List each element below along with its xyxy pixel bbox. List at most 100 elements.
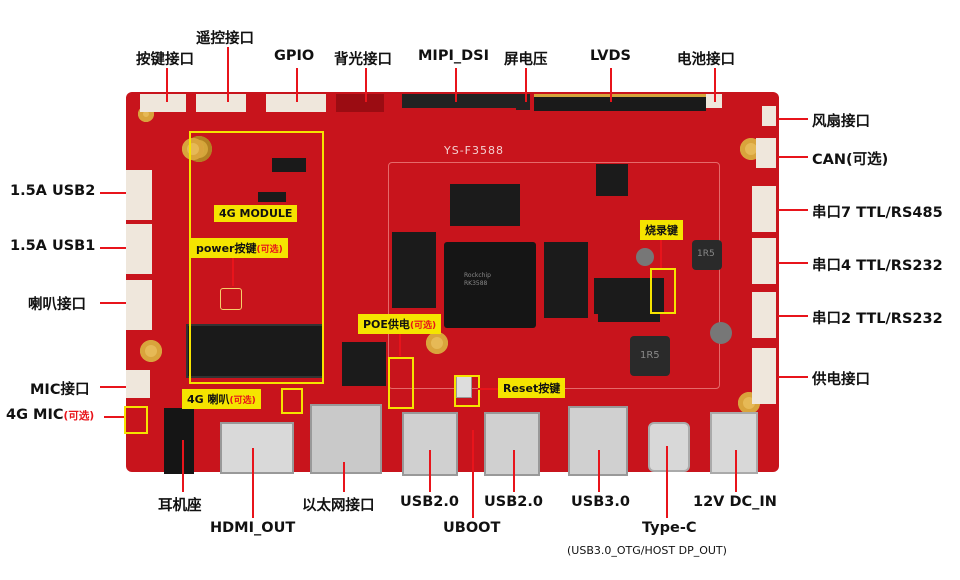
inductor-1: 1R5 — [692, 240, 722, 270]
small-ic-2 — [258, 192, 286, 202]
pointer-keys — [166, 68, 168, 102]
burn-tag: 烧录键 — [640, 220, 683, 240]
gpio-connector — [266, 94, 326, 112]
ic-chip-power — [598, 280, 660, 322]
label-uboot: UBOOT — [443, 520, 501, 536]
inductor-2: 1R5 — [630, 336, 670, 376]
poe-highlight — [388, 357, 414, 409]
mic4g-highlight — [124, 406, 148, 434]
pointer-usb20-b — [513, 450, 515, 492]
dc-in-jack — [710, 412, 758, 474]
pointer-hdmi — [252, 448, 254, 518]
label-mic4g: 4G MIC(可选) — [6, 407, 94, 423]
pointer-uart4 — [778, 262, 808, 264]
pointer-screen-voltage — [525, 68, 527, 102]
reset-tag: Reset按键 — [498, 378, 566, 398]
pointer-usb20-a — [429, 450, 431, 492]
pointer-dcin — [735, 450, 737, 492]
mount-hole-ml — [140, 340, 162, 362]
power-key-tag-opt: (可选) — [256, 245, 283, 255]
ic-chip-right — [596, 164, 628, 196]
can-connector — [756, 138, 776, 168]
capacitor-2 — [710, 322, 732, 344]
label-screen-voltage: 屏电压 — [504, 52, 548, 68]
label-lvds: LVDS — [590, 48, 631, 64]
label-battery: 电池接口 — [677, 52, 735, 68]
remote-connector — [196, 94, 246, 112]
pointer-gpio — [296, 68, 298, 102]
label-usb30: USB3.0 — [571, 494, 630, 510]
earphone-jack — [164, 408, 194, 474]
module4g-tag: 4G MODULE — [214, 205, 298, 222]
label-keys: 按键接口 — [136, 52, 194, 68]
usb1-connector — [126, 224, 152, 274]
label-backlight: 背光接口 — [334, 52, 392, 68]
pointer-lvds — [610, 68, 612, 102]
fan-connector — [762, 106, 776, 126]
soc-chip: Rockchip RK3588 — [444, 242, 536, 328]
pointer-mic4g — [104, 416, 124, 418]
reset-highlight — [454, 375, 480, 407]
inductor-1-label: 1R5 — [697, 249, 715, 259]
pointer-can — [778, 156, 808, 158]
pointer-speaker — [100, 302, 126, 304]
pointer-ethernet — [343, 462, 345, 492]
pointer-uboot — [472, 430, 474, 518]
dram-chip-3 — [544, 242, 588, 318]
label-mic4g-text: 4G MIC — [6, 407, 64, 423]
label-mipi: MIPI_DSI — [418, 48, 489, 64]
label-typec-sub: (USB3.0_OTG/HOST DP_OUT) — [567, 544, 727, 557]
pointer-backlight — [365, 68, 367, 102]
power-key-pointer — [232, 258, 234, 286]
label-gpio: GPIO — [274, 48, 315, 64]
dram-chip-2 — [392, 232, 436, 308]
power-key-tag: power按键(可选) — [191, 238, 288, 258]
label-power-in: 供电接口 — [812, 372, 870, 388]
poe-pointer — [399, 334, 401, 356]
backlight-connector — [336, 94, 384, 112]
label-usb20-b: USB2.0 — [484, 494, 543, 510]
minipcie-slot — [186, 324, 324, 378]
label-typec: Type-C — [642, 520, 697, 536]
label-fan: 风扇接口 — [812, 114, 870, 130]
key-connector — [140, 94, 186, 112]
label-earphone: 耳机座 — [158, 498, 202, 514]
dram-chip-1 — [450, 184, 520, 226]
label-usb2: 1.5A USB2 — [10, 183, 96, 199]
mount-hole-mc — [426, 332, 448, 354]
speaker4g-tag-text: 4G 喇叭 — [187, 393, 230, 406]
pointer-power-in — [778, 376, 808, 378]
capacitor-1 — [636, 248, 654, 266]
pointer-mipi — [455, 68, 457, 102]
label-uart7: 串口7 TTL/RS485 — [812, 205, 943, 221]
typec-port — [648, 422, 690, 472]
mic-connector — [126, 370, 150, 398]
pointer-uart7 — [778, 209, 808, 211]
speaker4g-highlight — [281, 388, 303, 414]
speaker4g-tag: 4G 喇叭(可选) — [182, 389, 261, 409]
label-can: CAN(可选) — [812, 152, 889, 168]
burn-pointer — [660, 240, 662, 268]
mount-hole-tl — [182, 138, 204, 160]
burn-highlight — [650, 268, 676, 314]
small-ic-1 — [272, 158, 306, 172]
label-mic: MIC接口 — [30, 382, 90, 398]
speaker-connector — [126, 280, 152, 330]
label-remote: 遥控接口 — [196, 31, 254, 47]
pointer-usb2 — [100, 192, 126, 194]
screen-voltage-jumper — [516, 94, 530, 110]
uart7-connector — [752, 186, 776, 232]
label-mic4g-opt: (可选) — [63, 410, 95, 422]
speaker4g-tag-opt: (可选) — [229, 396, 256, 406]
ethernet-port — [310, 404, 382, 474]
label-usb20-a: USB2.0 — [400, 494, 459, 510]
soc-chip-label: Rockchip RK3588 — [464, 272, 491, 287]
pointer-remote — [227, 47, 229, 102]
pointer-typec — [666, 446, 668, 518]
pointer-earphone — [182, 440, 184, 492]
pointer-usb1 — [100, 247, 126, 249]
hdmi-port — [220, 422, 294, 474]
model-silkscreen: YS-F3588 — [444, 144, 504, 157]
pointer-battery — [714, 68, 716, 102]
poe-tag-opt: (可选) — [409, 321, 437, 331]
